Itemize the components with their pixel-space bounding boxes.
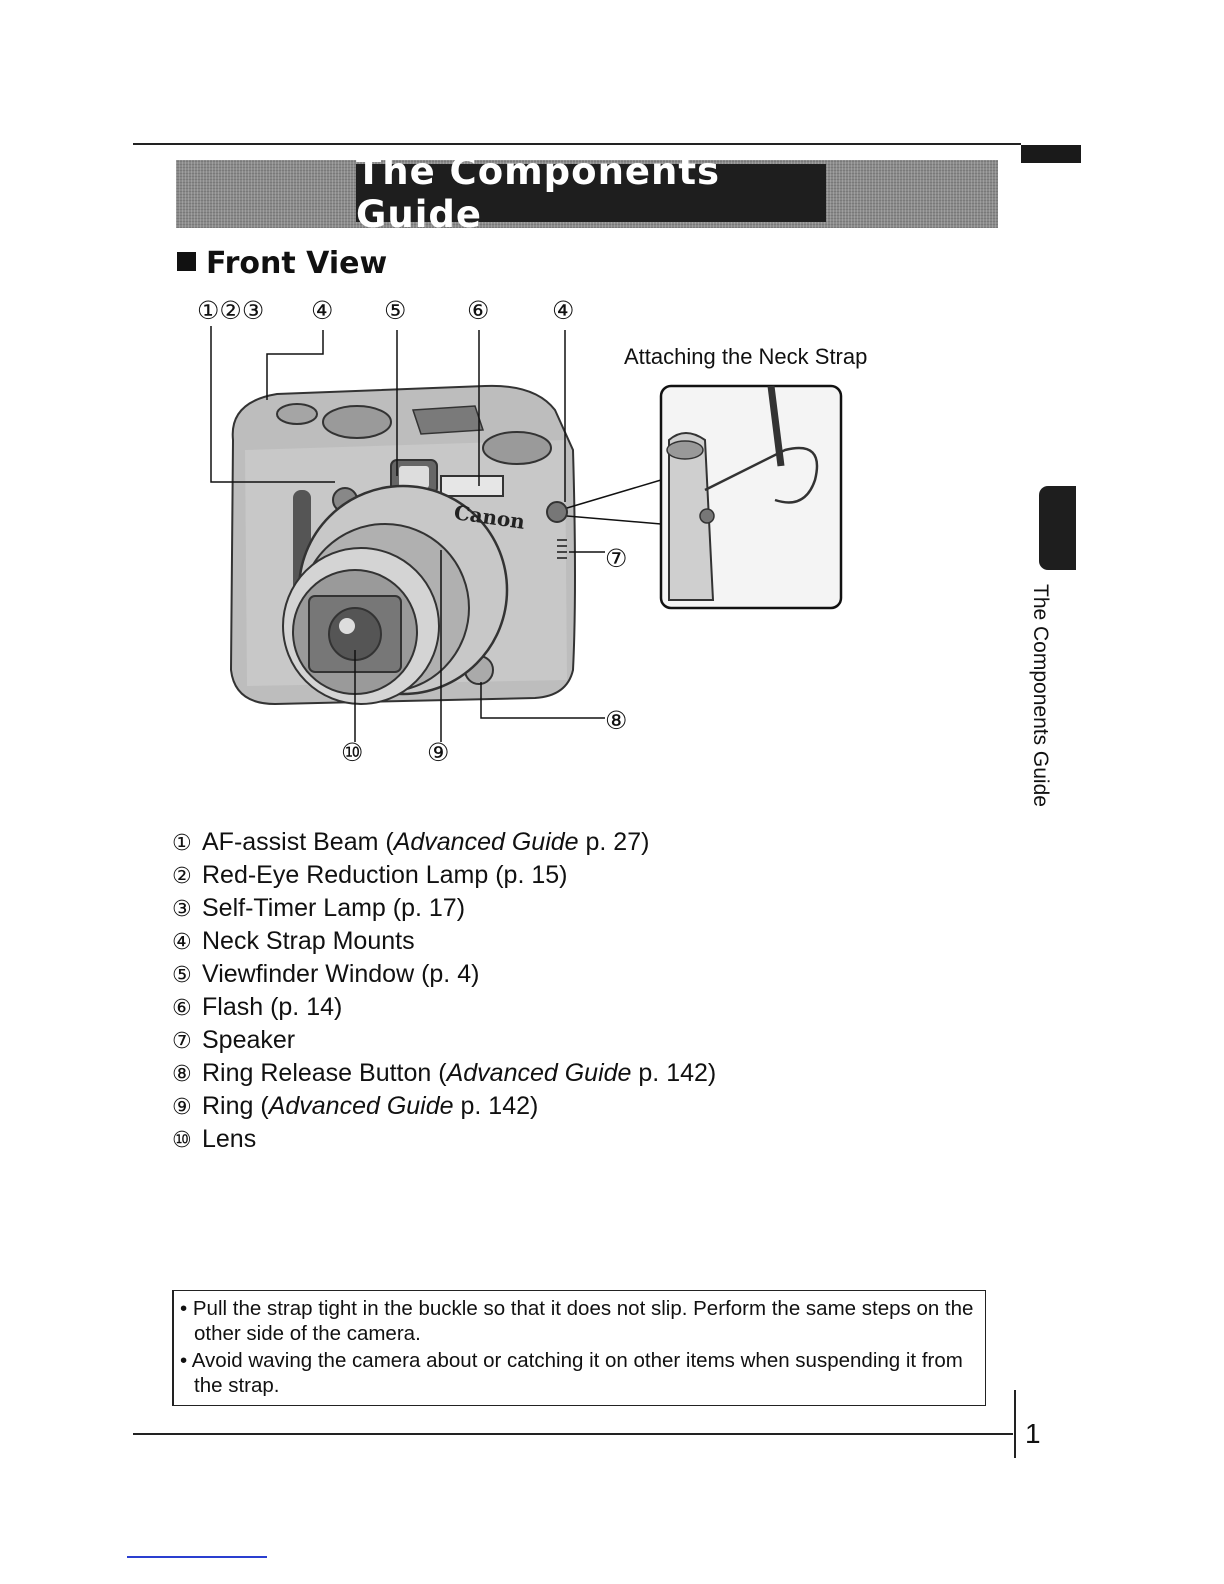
square-bullet-icon bbox=[177, 252, 196, 271]
callout-10: ⑩ bbox=[341, 738, 363, 767]
chapter-tab-label: The Components Guide bbox=[1012, 584, 1052, 804]
title-banner: The Components Guide bbox=[176, 160, 998, 228]
note-box: • Pull the strap tight in the buckle so … bbox=[172, 1290, 986, 1406]
footer-rule bbox=[133, 1433, 1013, 1435]
note-item: • Pull the strap tight in the buckle so … bbox=[180, 1296, 977, 1346]
neck-strap-caption: Attaching the Neck Strap bbox=[624, 344, 867, 370]
chapter-tab-marker bbox=[1039, 486, 1076, 570]
callout-4-right: ④ bbox=[552, 296, 574, 325]
page-number: 1 bbox=[1025, 1418, 1041, 1450]
section-heading: Front View bbox=[177, 246, 387, 281]
header-rule bbox=[133, 143, 1021, 145]
title-banner-block: The Components Guide bbox=[356, 164, 826, 222]
note-item: • Avoid waving the camera about or catch… bbox=[180, 1348, 977, 1398]
corner-tab-marker bbox=[1021, 145, 1081, 163]
section-title: Front View bbox=[206, 246, 387, 281]
neck-strap-inset bbox=[661, 386, 841, 608]
camera-body-drawing bbox=[231, 386, 575, 704]
footer-tick bbox=[1014, 1390, 1016, 1458]
callout-8: ⑧ bbox=[605, 706, 627, 735]
callout-9: ⑨ bbox=[427, 738, 449, 767]
bottom-link-underline bbox=[127, 1556, 267, 1558]
callout-4-left: ④ bbox=[311, 296, 333, 325]
callout-1-2-3: ①②③ bbox=[197, 296, 264, 325]
callout-5: ⑤ bbox=[384, 296, 406, 325]
callout-7: ⑦ bbox=[605, 544, 627, 573]
callout-6: ⑥ bbox=[467, 296, 489, 325]
page-title: The Components Guide bbox=[356, 150, 826, 236]
